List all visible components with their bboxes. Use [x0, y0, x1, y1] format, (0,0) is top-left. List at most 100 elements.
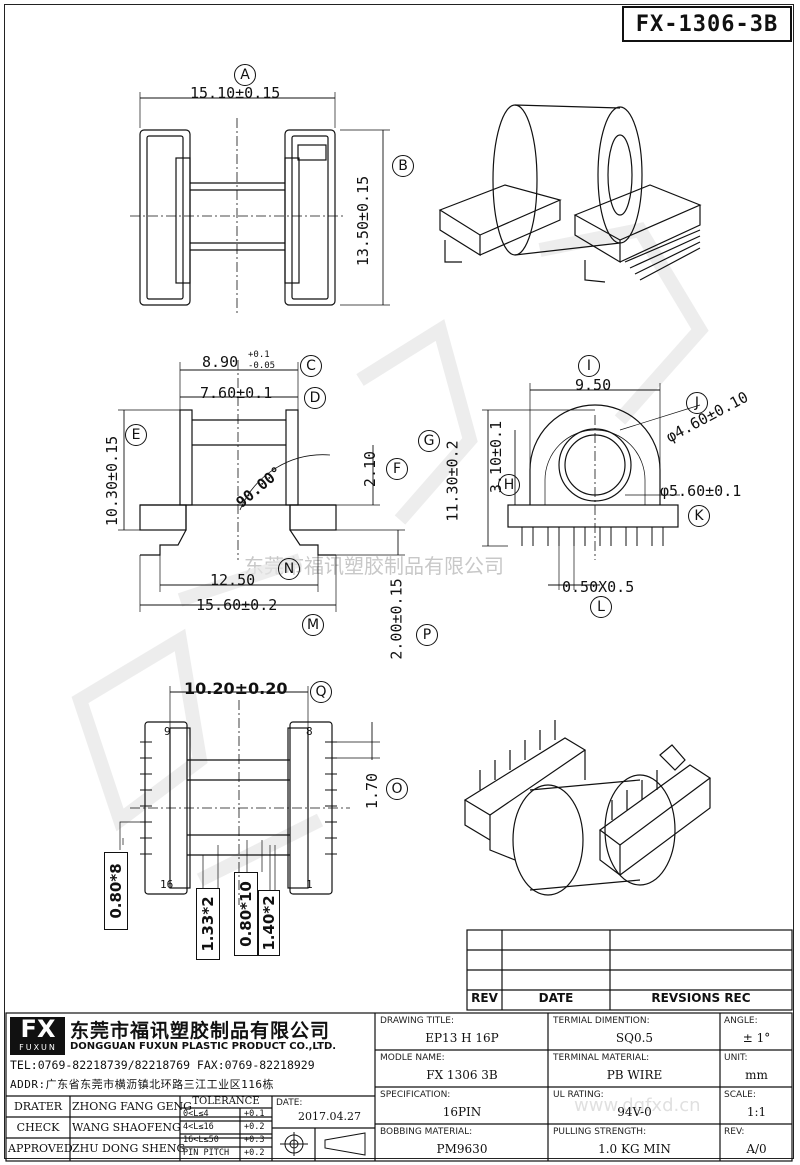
bottom-view — [119, 686, 380, 905]
dim-a-value: 15.10±0.15 — [190, 84, 281, 102]
tol-range-4: PIN PITCH — [183, 1148, 230, 1158]
dim-g-value: 11.30±0.2 — [443, 440, 462, 522]
dim-b-value: 13.50±0.15 — [354, 175, 373, 267]
dim-e-tag: E — [125, 424, 147, 446]
module-value: FX 1306 3B — [426, 1068, 498, 1082]
date-value: 2017.04.27 — [298, 1110, 361, 1123]
dim-i-value: 9.50 — [575, 376, 612, 394]
check-value: WANG SHAOFENG — [72, 1121, 181, 1134]
dim-j-tag: J — [686, 392, 708, 414]
top-view — [130, 92, 390, 315]
dim-q-value: 10.20±0.20 — [184, 679, 288, 698]
company-name-en: DONGGUAN FUXUN PLASTIC PRODUCT CO.,LTD. — [70, 1041, 337, 1052]
iso-view-top — [438, 104, 702, 283]
side-view — [482, 383, 701, 590]
dim-o-tag: O — [386, 778, 408, 800]
dim-k-tag: K — [688, 505, 710, 527]
dim-f-tag: F — [386, 458, 408, 480]
approved-value: ZHU DONG SHENG — [72, 1142, 186, 1155]
scale-value: 1:1 — [746, 1105, 767, 1119]
logo-block — [10, 1017, 65, 1055]
tol-value-3: +0.3 — [244, 1135, 265, 1145]
date-label: DATE: — [276, 1098, 303, 1108]
company-name-cn: 东莞市福讯塑胶制品有限公司 — [70, 1020, 331, 1042]
dim-i-tag: I — [578, 355, 600, 377]
drater-label: DRATER — [13, 1100, 63, 1113]
dim-g-tag: G — [418, 430, 440, 452]
rev-value: A/0 — [746, 1142, 767, 1156]
revision-table-lines — [466, 929, 793, 1011]
pulling-strength-value: 1.0 KG MIN — [598, 1142, 671, 1156]
dim-p-value: 2.00±0.15 — [387, 578, 406, 660]
pin-box-3: 0.80*10 — [234, 872, 258, 956]
scale-label: SCALE: — [724, 1090, 756, 1100]
dim-m-value: 15.60±0.2 — [196, 596, 278, 614]
approved-label: APPROVED — [8, 1142, 73, 1155]
pin-9-label: 9 — [164, 725, 171, 738]
dim-d-value: 7.60±0.1 — [200, 384, 273, 402]
module-label: MODLE NAME: — [380, 1053, 445, 1063]
dim-e-value: 10.30±0.15 — [103, 435, 122, 527]
bottom-pin-slots — [140, 741, 337, 855]
dim-h-tag: H — [498, 474, 520, 496]
dim-l-value: 0.50X0.5 — [562, 578, 635, 596]
pin-8-label: 8 — [306, 725, 313, 738]
tol-range-3: 16<L≤50 — [183, 1135, 219, 1145]
watermark-site: www.dgfxd.cn — [574, 1095, 701, 1116]
logo-fx: FX — [20, 1015, 56, 1043]
check-label: CHECK — [16, 1121, 60, 1134]
unit-value: mm — [745, 1068, 768, 1082]
dim-b-tag: B — [392, 155, 414, 177]
pin-box-4-text: 1.40*2 — [260, 895, 278, 951]
dim-a-tag: A — [234, 64, 256, 86]
watermark-glyphs — [71, 222, 709, 887]
projection-symbol — [280, 1132, 366, 1156]
rev-label: REV: — [724, 1127, 745, 1137]
part-code-box: FX-1306-3B — [622, 6, 792, 42]
front-view — [118, 360, 405, 612]
iso-view-bottom — [463, 720, 712, 896]
tolerance-title: TOLERANCE — [192, 1096, 260, 1107]
pulling-strength-label: PULLING STRENGTH: — [553, 1127, 647, 1137]
tol-range-1: 0<L≤4 — [183, 1109, 209, 1119]
terminal-material-value: PB WIRE — [606, 1068, 663, 1082]
pin-box-1: 0.80*8 — [104, 852, 128, 930]
dim-f-value: 2.10 — [361, 450, 380, 488]
bobbin-material-value: PM9630 — [436, 1142, 488, 1156]
dim-n-tag: N — [278, 558, 300, 580]
dim-d-tag: D — [304, 387, 326, 409]
dim-q-tag: Q — [310, 681, 332, 703]
dim-c-value: 8.90 — [202, 353, 239, 371]
angle-label: ANGLE: — [724, 1016, 758, 1026]
dim-l-tag: L — [590, 596, 612, 618]
ul-rating-label: UL RATING: — [553, 1090, 604, 1100]
pin-box-2: 1.33*2 — [196, 888, 220, 960]
ul-rating-value: 94V-0 — [617, 1105, 652, 1119]
title-block-lines — [5, 1012, 793, 1162]
drawing-title-label: DRAWING TITLE: — [380, 1016, 454, 1026]
dim-k-value: φ5.60±0.1 — [660, 482, 742, 500]
dim-c-minus: -0.05 — [248, 361, 276, 371]
dim-n-value: 12.50 — [210, 571, 256, 589]
company-address: ADDR:广东省东莞市横沥镇北环路三江工业区116栋 — [10, 1078, 274, 1091]
terminal-material-label: TERMINAL MATERIAL: — [553, 1053, 650, 1063]
side-pins — [521, 527, 664, 546]
rev-col-header: REV — [471, 991, 498, 1005]
pin-box-1-text: 0.80*8 — [107, 863, 125, 919]
dim-o-value: 1.70 — [363, 772, 382, 810]
dim-c-plus: +0.1 — [248, 350, 270, 360]
pin-16-label: 16 — [160, 878, 174, 891]
dim-c-tag: C — [300, 355, 322, 377]
drawing-title-value: EP13 H 16P — [425, 1031, 499, 1045]
unit-label: UNIT: — [724, 1053, 748, 1063]
tol-value-1: +0.1 — [244, 1109, 265, 1119]
drater-value: ZHONG FANG GENG — [72, 1100, 192, 1113]
terminal-dimension-label: TERMIAL DIMENTION: — [553, 1016, 650, 1026]
bobbin-material-label: BOBBING MATERIAL: — [380, 1127, 473, 1137]
terminal-dimension-value: SQ0.5 — [615, 1031, 654, 1045]
date-col-header: DATE — [538, 991, 574, 1005]
specification-value: 16PIN — [442, 1105, 482, 1119]
dim-m-tag: M — [302, 614, 324, 636]
